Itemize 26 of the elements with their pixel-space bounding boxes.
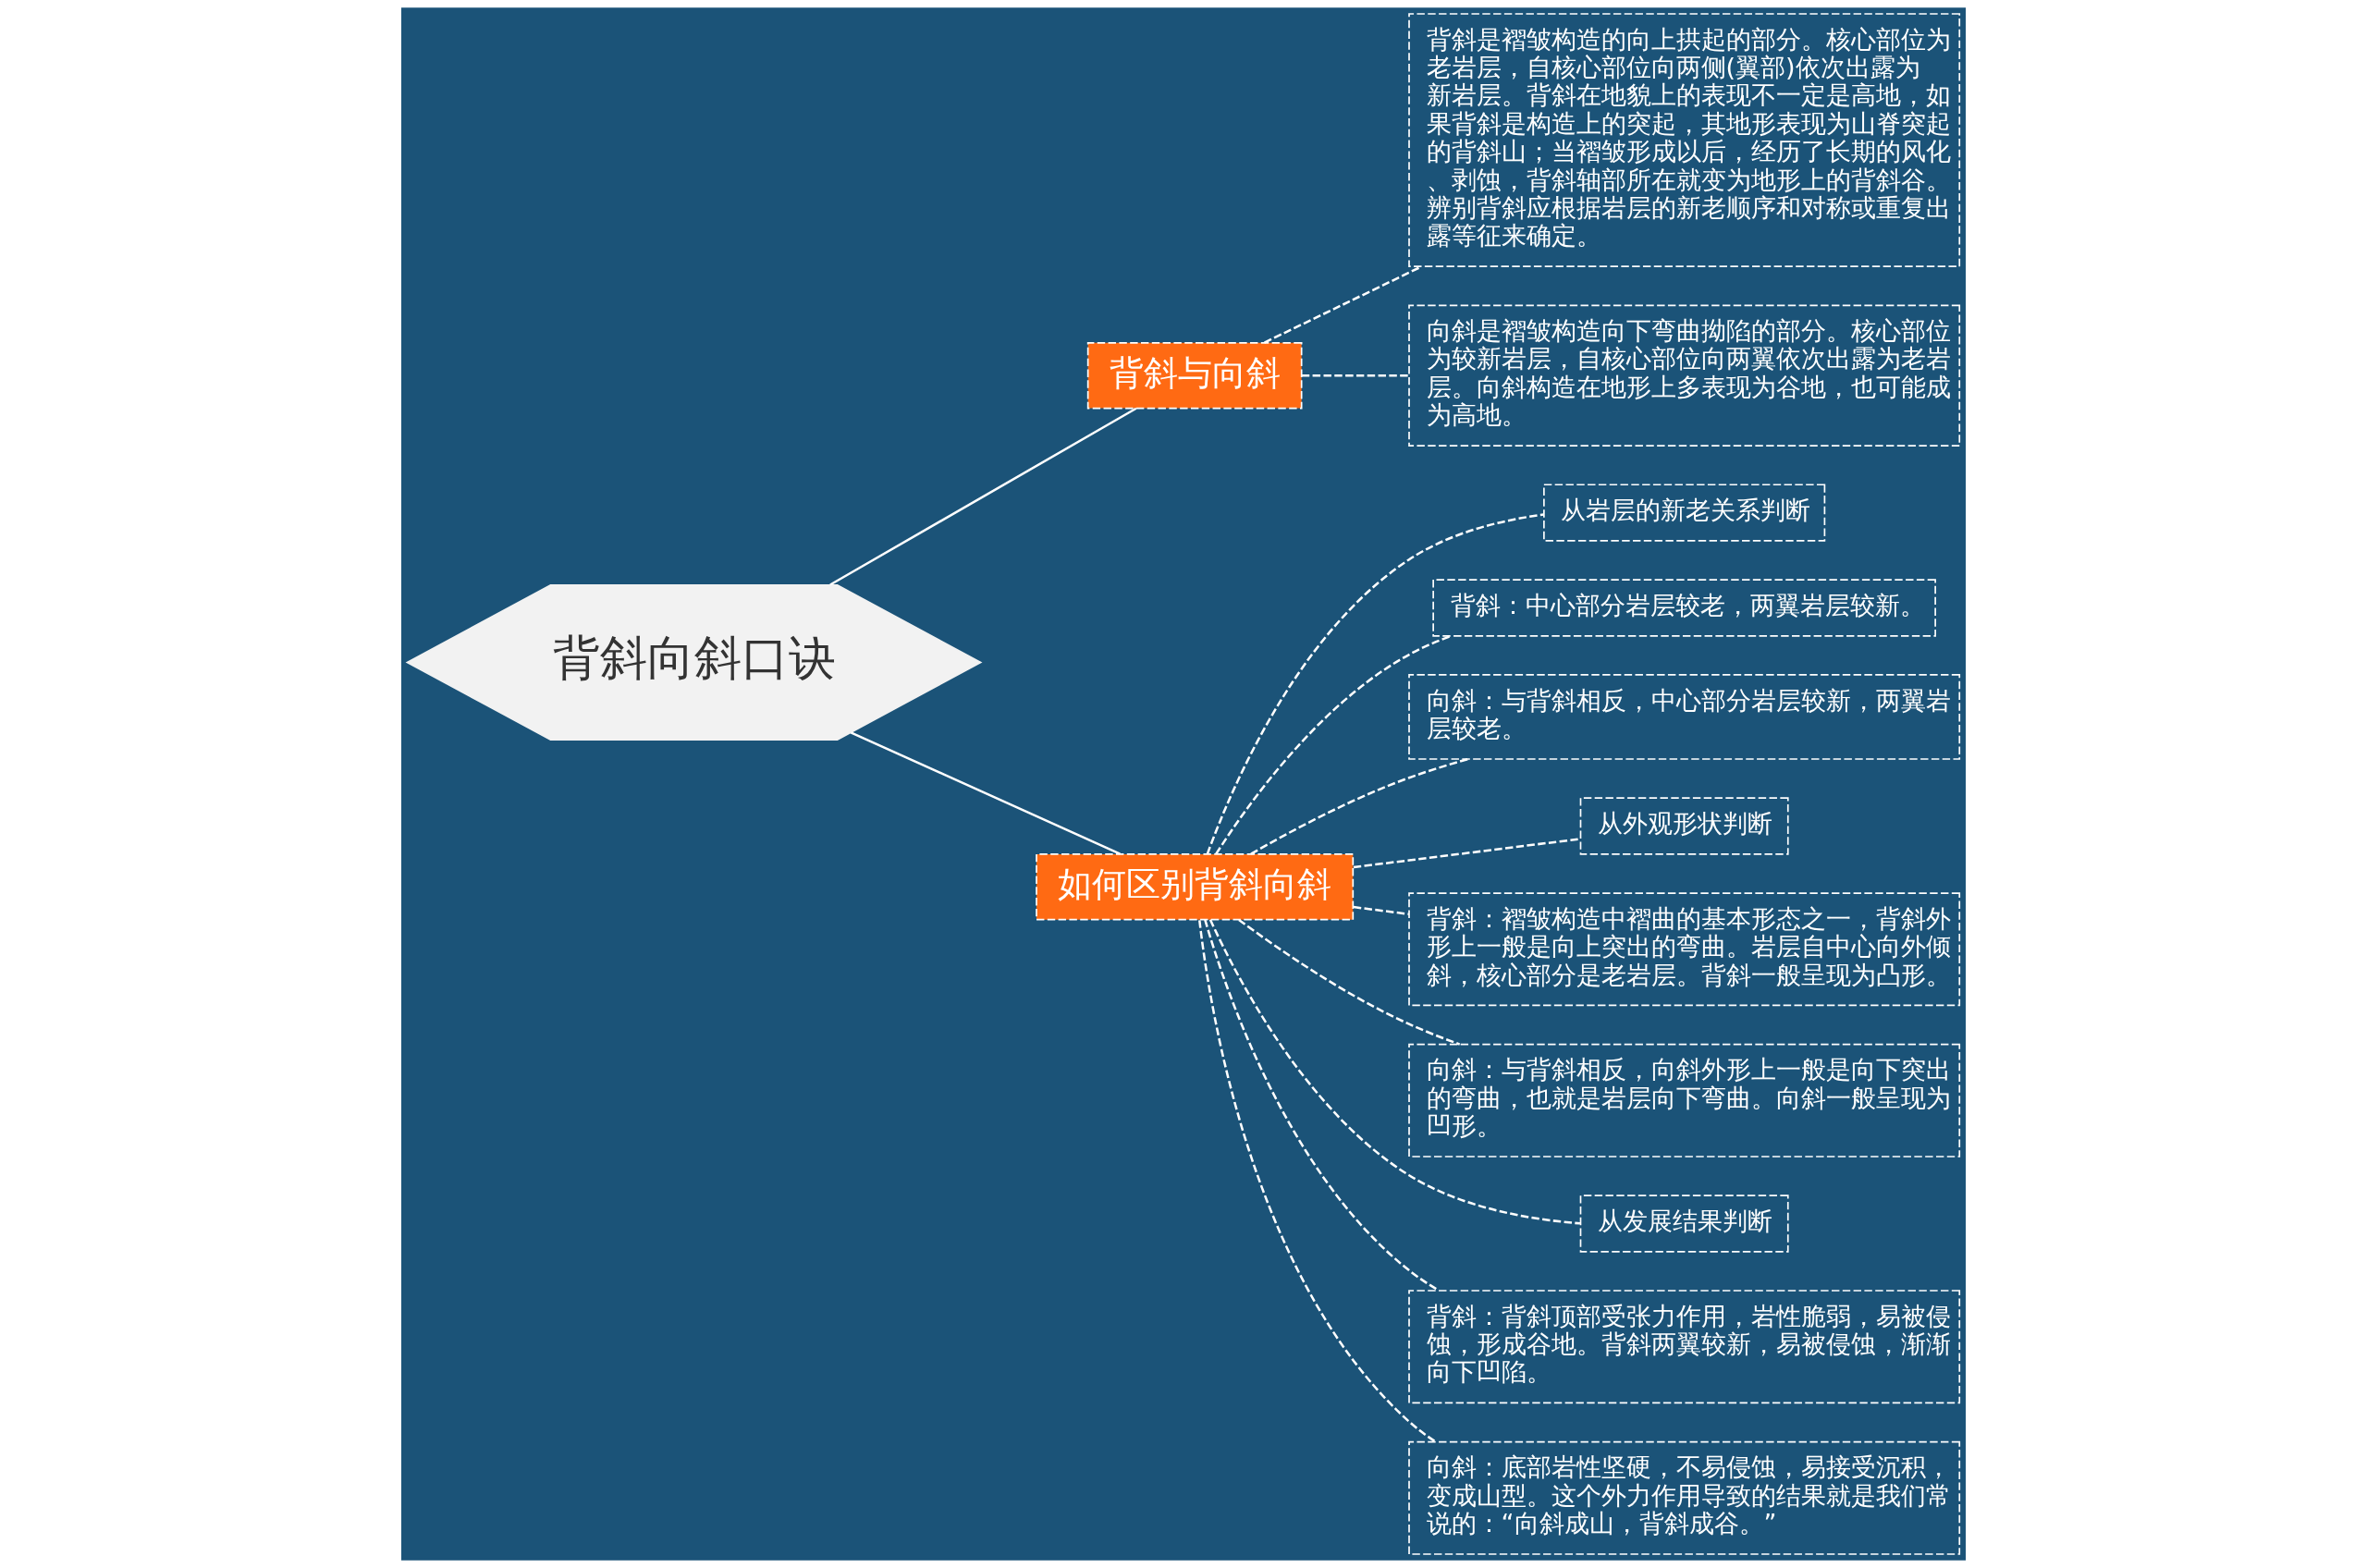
connector — [829, 407, 1137, 586]
node-box: 背斜：褶皱构造中褶曲的基本形态之一，背斜外形上一般是向上突出的弯曲。岩层自中心向外倾斜，核心部分是老岩层。背斜一般呈现为凸形。 — [1408, 892, 1961, 1007]
connector — [1250, 758, 1468, 855]
connector — [1204, 919, 1440, 1292]
node-box: 背斜：背斜顶部受张力作用，岩性脆弱，易被侵蚀，形成谷地。背斜两翼较新，易被侵蚀，渐渐向下凹陷。 — [1408, 1290, 1961, 1404]
node-box: 背斜是褶皱构造的向上拱起的部分。核心部位为老岩层，自核心部位向两侧(翼部)依次出露为新岩层。背斜在地貌上的表现不一定是高地，如果背斜是构造上的突起，其地形表现为山脊突起的背斜山；当褶皱形成以后，经历了长期的风化、剥蚀，背斜轴部所在就变为地形上的背斜谷。辨别背斜应根据岩层的新老顺序和对称或重复出露等征来确定。 — [1408, 13, 1961, 267]
node-box: 从外观形状判断 — [1579, 797, 1789, 855]
connector — [1215, 634, 1452, 855]
connector — [1264, 265, 1422, 344]
node-box: 向斜：与背斜相反，向斜外形上一般是向下突出的弯曲，也就是岩层向下弯曲。向斜一般呈现为凹形。 — [1408, 1043, 1961, 1158]
node-box: 如何区别背斜向斜 — [1036, 853, 1355, 921]
node-box: 从岩层的新老关系判断 — [1543, 484, 1826, 542]
connector — [1353, 905, 1409, 916]
connector — [1208, 919, 1581, 1225]
node-box: 向斜：与背斜相反，中心部分岩层较新，两翼岩层较老。 — [1408, 674, 1961, 760]
node-box: 向斜：底部岩性坚硬，不易侵蚀，易接受沉积，变成山型。这个外力作用导致的结果就是我们常说的：“向斜成山，背斜成谷。” — [1408, 1440, 1961, 1555]
connector — [1302, 374, 1409, 377]
connector — [1198, 920, 1437, 1443]
node-box: 背斜与向斜 — [1086, 341, 1303, 410]
connector — [1353, 838, 1581, 869]
node-box: 背斜：中心部分岩层较老，两翼岩层较新。 — [1432, 579, 1936, 637]
node-box: 从发展结果判断 — [1579, 1194, 1789, 1253]
connector — [1206, 513, 1544, 855]
node-box: 向斜是褶皱构造向下弯曲拗陷的部分。核心部位为较新岩层，自核心部位向两翼依次出露为老岩层。向斜构造在地形上多表现为谷地，也可能成为高地。 — [1408, 304, 1961, 447]
connector — [850, 731, 1121, 855]
connector — [1238, 918, 1461, 1046]
